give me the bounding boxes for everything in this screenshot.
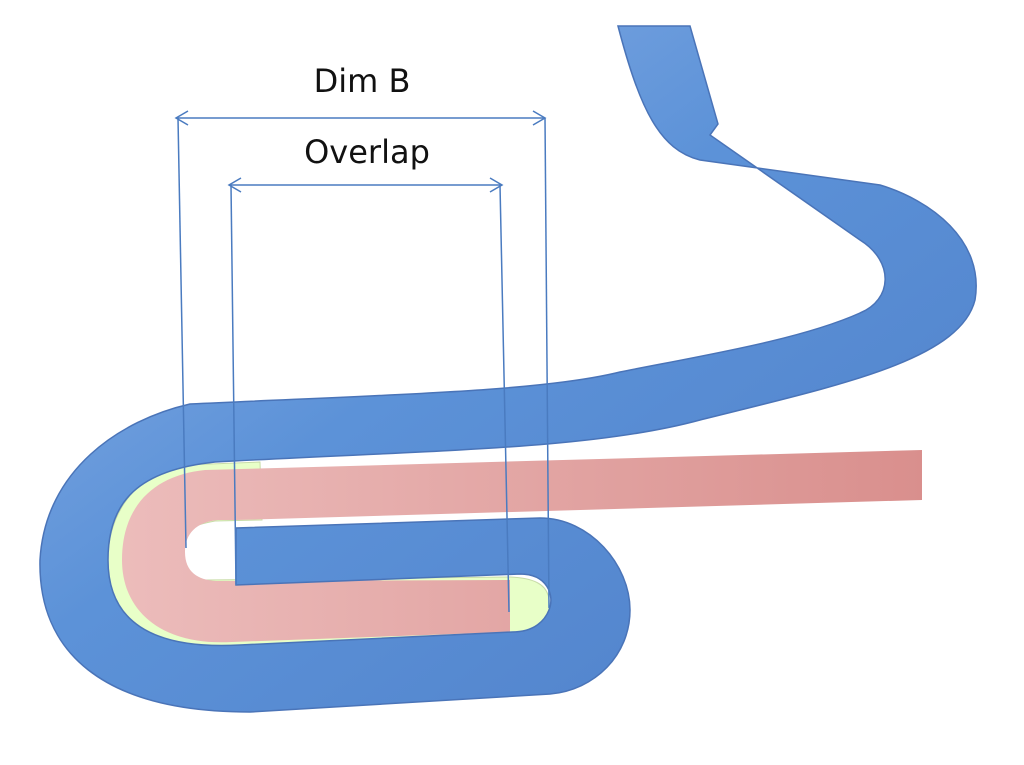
inner-strip [122, 450, 922, 643]
dim-b-label: Dim B [314, 62, 411, 100]
outer-strip [39, 25, 977, 713]
dim-b-dimension [174, 110, 550, 609]
overlap-label: Overlap [304, 133, 430, 171]
overlap-dimension [227, 177, 510, 613]
